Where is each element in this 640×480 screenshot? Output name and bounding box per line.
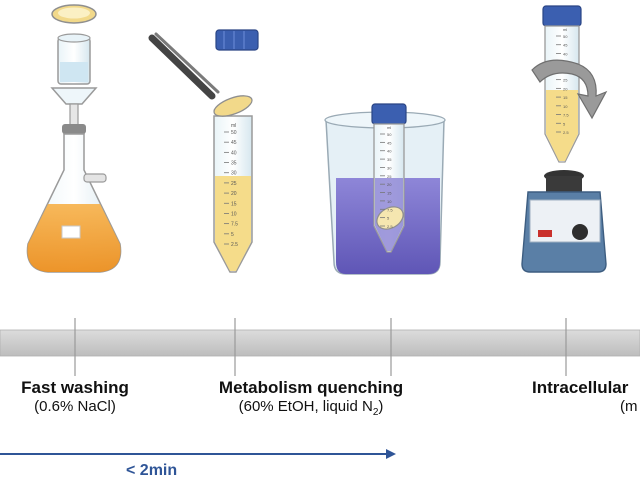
step-title: Metabolism quenching xyxy=(218,378,404,397)
tube-scale-label: 35 xyxy=(387,157,392,162)
tube-scale-label: 7.5 xyxy=(563,113,569,118)
tube-scale-label: 5 xyxy=(231,232,234,238)
tube-scale-label: 7.5 xyxy=(387,207,393,212)
tube-scale-label: 25 xyxy=(563,78,568,83)
duration-arrow xyxy=(0,449,396,459)
tube-scale-label: 5 xyxy=(563,121,566,126)
step-detail: (m xyxy=(620,398,638,415)
timeline-ticks xyxy=(74,318,567,376)
tube-scale-label: 7.5 xyxy=(231,222,238,228)
filter-flask-icon xyxy=(26,133,122,273)
step-title: Fast washing xyxy=(21,378,129,397)
tube-scale-label: 40 xyxy=(387,149,392,154)
vortex-mixer-icon xyxy=(521,170,607,273)
tube-scale-label: 40 xyxy=(231,150,237,156)
tube-scale-label: 10 xyxy=(231,211,237,217)
tube-scale-label: 15 xyxy=(231,201,237,207)
tweezers-icon xyxy=(148,32,220,100)
step-intracellular: Intracellular (m xyxy=(532,378,640,415)
tube-scale-label: 35 xyxy=(231,161,237,167)
falcon-tube-icon xyxy=(213,95,253,273)
tube-scale-label: 2.5 xyxy=(231,242,238,248)
tube-scale: ml 50 45 40 35 30 25 20 15 10 7.5 5 2.5 xyxy=(380,125,393,229)
timeline-bar xyxy=(0,329,640,357)
tube-scale-label: 45 xyxy=(387,140,392,145)
tube-scale-label: 25 xyxy=(231,181,237,187)
tube-scale-label: 10 xyxy=(563,104,568,109)
tube-scale-label: 30 xyxy=(387,165,392,170)
tube-scale-label: 20 xyxy=(231,191,237,197)
tube-scale-label: 20 xyxy=(563,86,568,91)
step-metabolism-quenching: Metabolism quenching (60% EtOH, liquid N… xyxy=(196,378,426,418)
tube-scale-label: 40 xyxy=(563,51,568,56)
filter-disc-icon xyxy=(51,4,97,24)
tube-unit-label: ml xyxy=(231,123,236,129)
tube-scale-label: 45 xyxy=(231,140,237,146)
tube-scale-label: 2.5 xyxy=(563,130,569,135)
tube-scale-label: 15 xyxy=(387,191,392,196)
tube-scale-label: 50 xyxy=(563,34,568,39)
step-detail: (60% EtOH, liquid N2) xyxy=(238,398,384,418)
tube-scale-label: 50 xyxy=(231,130,237,136)
filtration-funnel-icon xyxy=(50,33,98,134)
tube-unit-label: ml xyxy=(563,27,567,32)
tube-scale-label: 45 xyxy=(563,43,568,48)
tube-scale-label: 50 xyxy=(387,132,392,137)
quenching-tube-icon xyxy=(371,103,407,253)
tube-scale-label: 5 xyxy=(387,216,390,221)
step-fast-washing: Fast washing (0.6% NaCl) xyxy=(0,378,150,415)
tube-scale-label: 2.5 xyxy=(387,224,393,229)
tube-cap-icon xyxy=(215,29,259,51)
tube-unit-label: ml xyxy=(387,125,391,130)
tube-scale-label: 30 xyxy=(231,171,237,177)
vortex-tube-icon xyxy=(542,5,582,163)
tube-scale-label: 25 xyxy=(387,174,392,179)
step-detail: (0.6% NaCl) xyxy=(34,398,116,415)
tube-scale-label: 10 xyxy=(387,199,392,204)
tube-scale-label: 15 xyxy=(563,95,568,100)
step-title: Intracellular xyxy=(532,378,629,397)
duration-label: < 2min xyxy=(126,462,178,479)
tube-scale-label: 20 xyxy=(387,182,392,187)
rotation-arrow-icon xyxy=(531,59,608,120)
